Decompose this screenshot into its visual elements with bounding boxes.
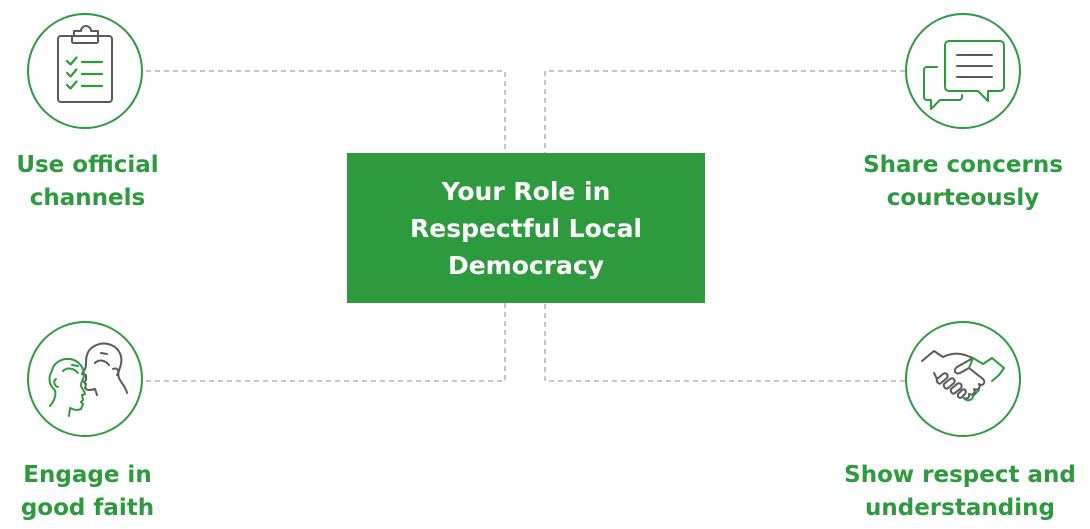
connector-bottom-right [544, 303, 905, 382]
connector-bottom-left [146, 303, 506, 382]
label-line: understanding [865, 495, 1055, 521]
label-line: Use official [16, 152, 159, 178]
label-line: Share concerns [863, 152, 1063, 178]
two-faces-icon [27, 321, 143, 437]
center-title-line: Your Role in [441, 176, 611, 206]
center-title-box: Your Role in Respectful Local Democracy [347, 153, 705, 303]
connector-top-right [544, 70, 905, 153]
label-line: Show respect and [844, 462, 1076, 488]
label-line: good faith [20, 495, 155, 521]
connector-top-left [146, 70, 506, 153]
item-label-show-respect-and-understanding: Show respect and understanding [830, 459, 1090, 525]
label-line: Engage in [23, 462, 152, 488]
label-line: courteously [886, 185, 1040, 211]
handshake-icon [905, 321, 1021, 437]
item-label-engage-in-good-faith: Engage in good faith [0, 459, 175, 525]
label-line: channels [29, 185, 146, 211]
center-title-line: Democracy [447, 250, 605, 280]
item-label-use-official-channels: Use official channels [0, 149, 175, 215]
item-label-share-concerns-courteously: Share concerns courteously [850, 149, 1076, 215]
center-title: Your Role in Respectful Local Democracy [410, 173, 642, 284]
center-title-line: Respectful Local [409, 213, 643, 243]
speech-bubbles-icon [905, 13, 1021, 129]
clipboard-checklist-icon [27, 13, 143, 129]
